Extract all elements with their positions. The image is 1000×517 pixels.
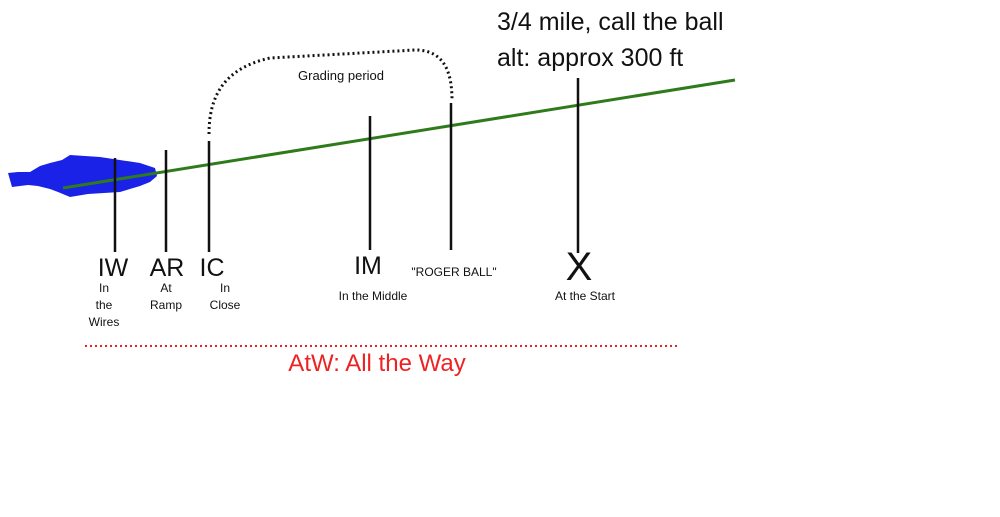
ar-label: AR [149, 254, 185, 282]
call-line-1: 3/4 mile, call the ball [497, 8, 724, 36]
im-label: IM [354, 252, 382, 280]
glideslope-line [62, 78, 736, 190]
ar-description: At Ramp [149, 281, 183, 312]
grading-period-arc [207, 48, 454, 135]
iw-description: In the Wires [88, 281, 120, 329]
roger-ball-label: "ROGER BALL" [411, 265, 497, 279]
im-description: In the Middle [338, 289, 408, 303]
aircraft-icon [8, 155, 157, 197]
grading-period-label: Grading period [298, 68, 384, 83]
ic-description: In Close [209, 281, 241, 312]
ic-label: IC [199, 254, 225, 282]
call-the-ball-text: 3/4 mile, call the ball alt: approx 300 … [497, 4, 724, 76]
iw-label: IW [97, 254, 129, 282]
all-the-way-label: AtW: All the Way [288, 350, 466, 377]
x-label: X [565, 245, 593, 289]
x-description: At the Start [554, 289, 616, 303]
call-line-2: alt: approx 300 ft [497, 44, 684, 72]
